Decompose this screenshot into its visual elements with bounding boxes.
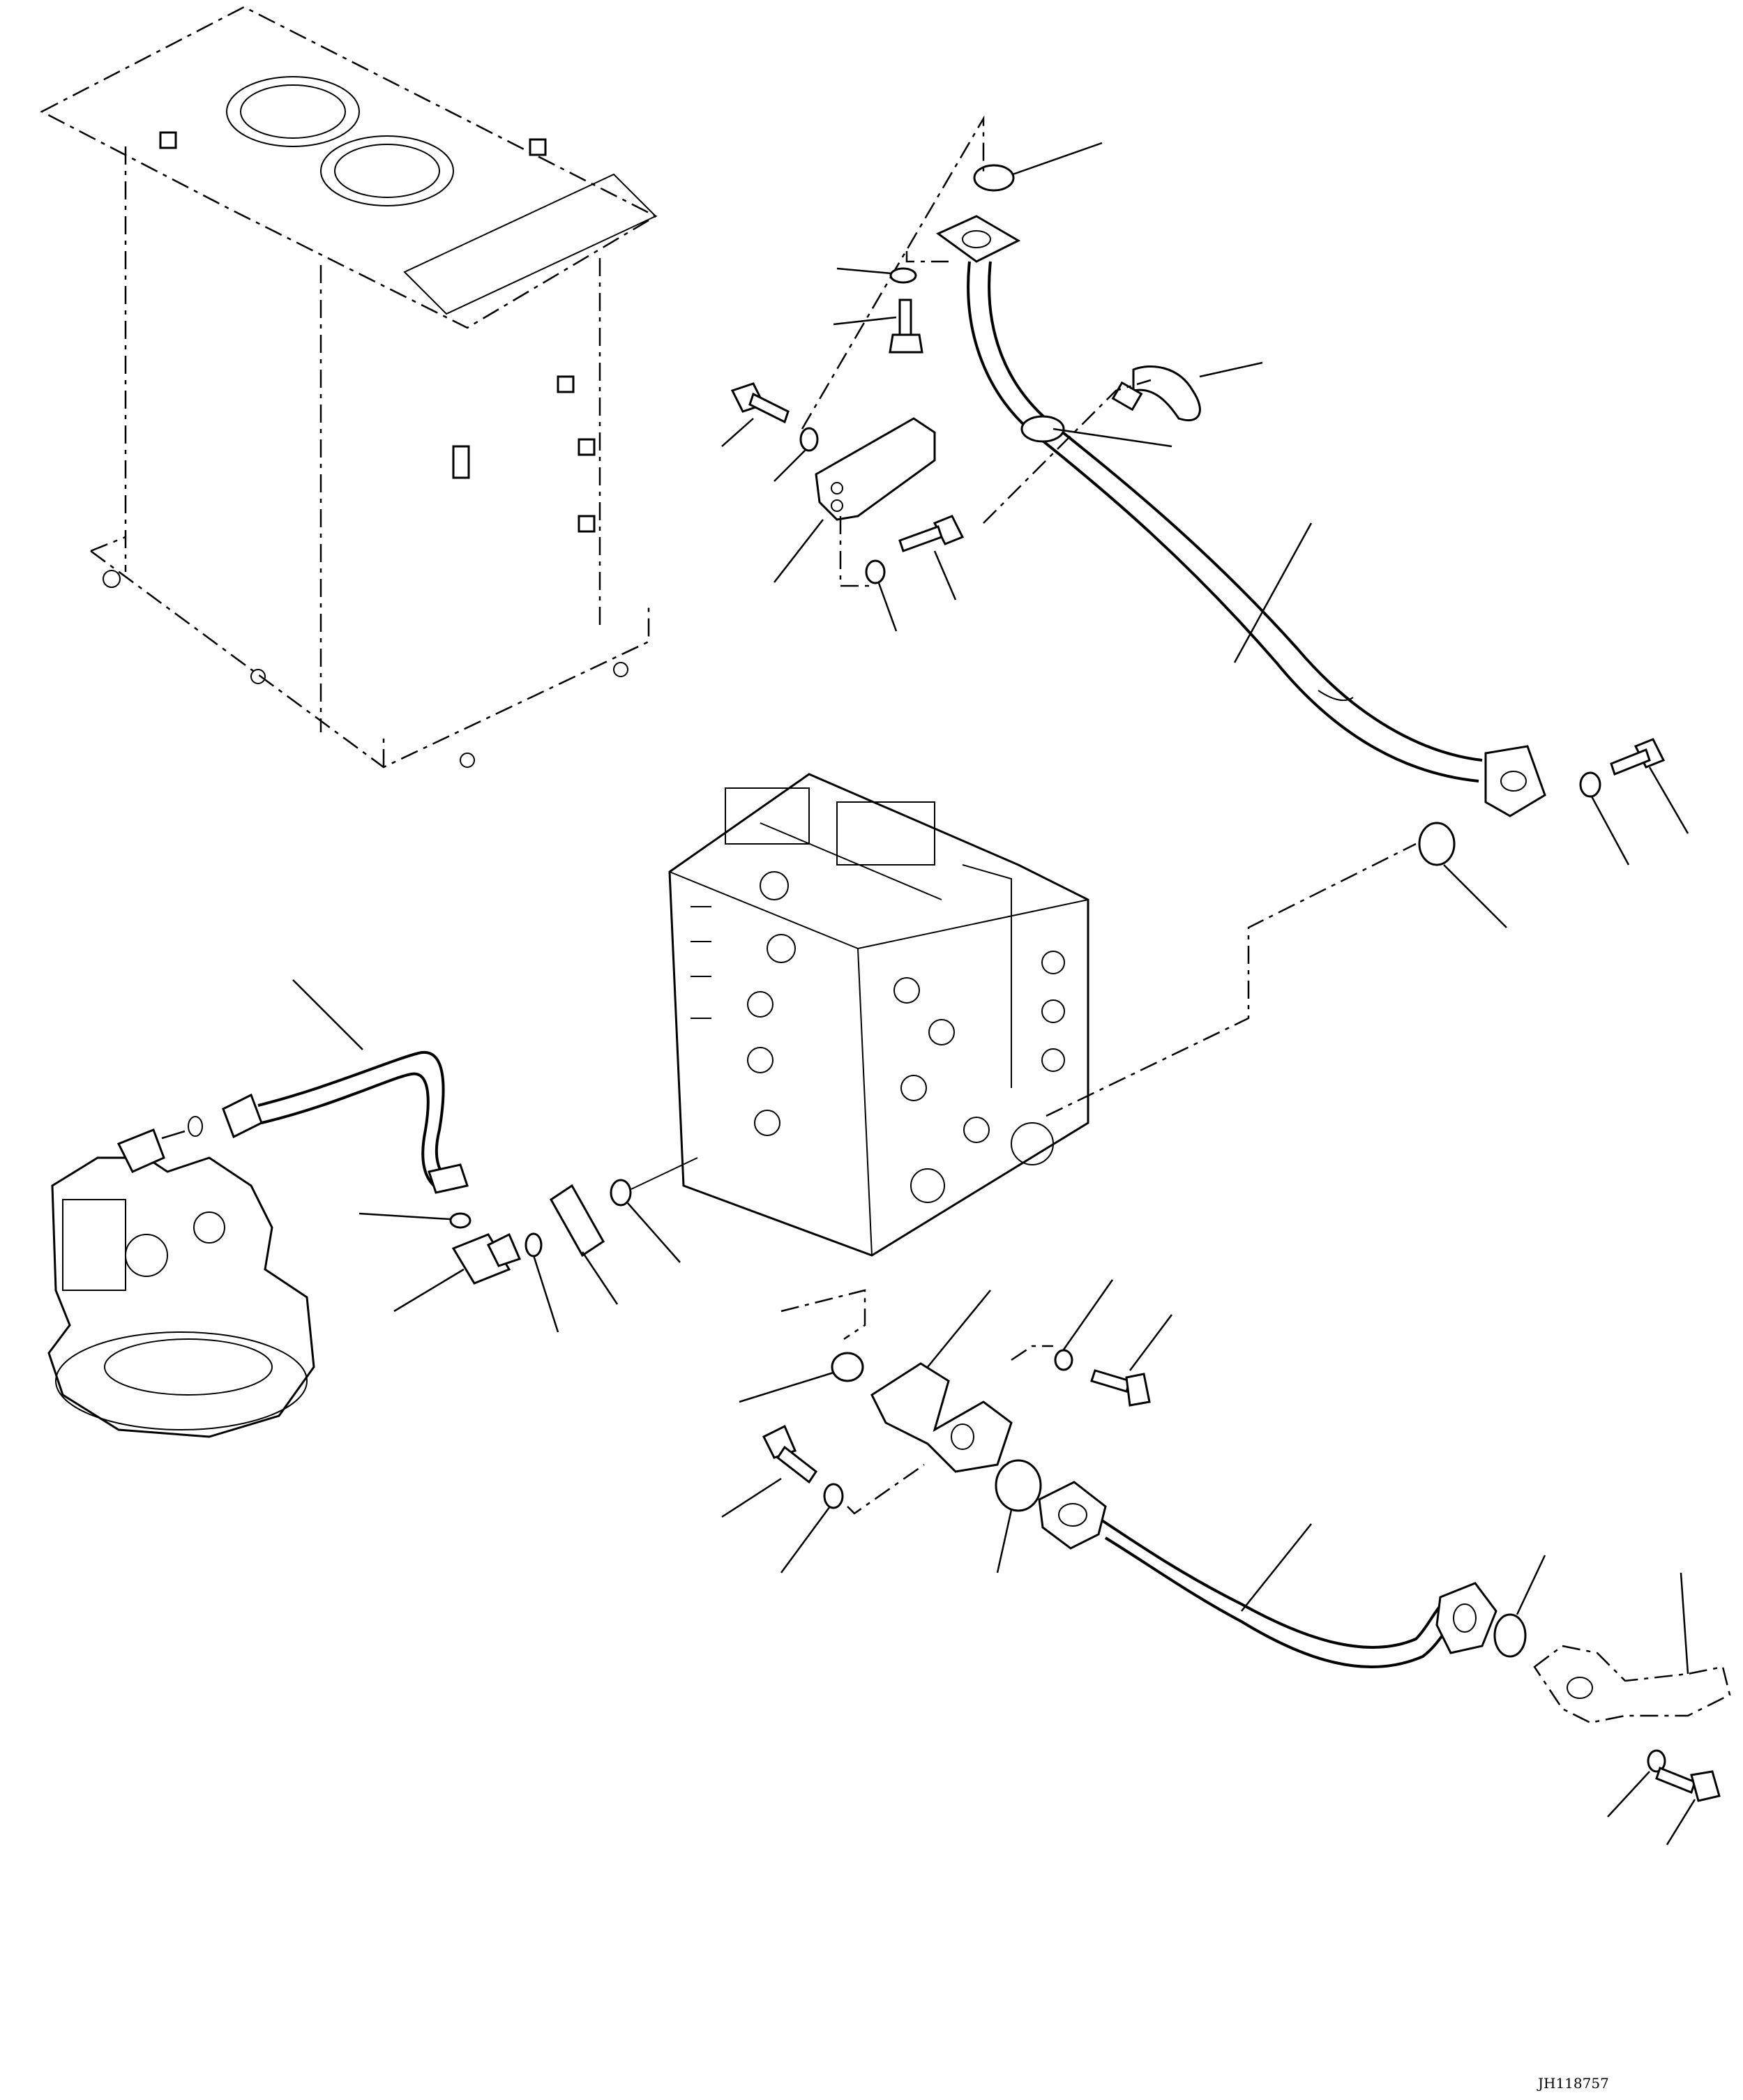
upper-hose-assembly — [801, 115, 1546, 817]
phantom-pipe-lower-right — [1533, 1572, 1731, 1845]
o-ring-lower-hose-end — [1493, 1613, 1527, 1658]
o-ring-small-left — [449, 1212, 471, 1229]
o-ring-connector — [525, 1232, 543, 1257]
swing-motor — [47, 1116, 315, 1438]
hydraulic-tank-phantom — [40, 6, 658, 769]
washer-bracket-lower — [865, 559, 886, 584]
control-valve — [668, 773, 1089, 1257]
washer-lower-elbow-right — [1054, 1349, 1073, 1371]
o-ring-lower-hose — [995, 1459, 1042, 1512]
lower-hose-flange-right — [1435, 1582, 1497, 1654]
hose-clamp — [1132, 365, 1201, 422]
lower-elbow-flange — [870, 1362, 1013, 1473]
washer-lower-elbow-left — [823, 1483, 844, 1509]
bracket-group — [721, 382, 965, 632]
drain-hose — [222, 979, 469, 1194]
mounting-bracket — [815, 417, 936, 521]
top-flange — [936, 215, 1021, 263]
lower-hose-assembly — [995, 1459, 1546, 1669]
top-flange-fasteners — [833, 251, 949, 354]
straight-connector — [550, 1184, 605, 1257]
o-ring-valve-left — [610, 1179, 632, 1207]
o-ring-valve-port — [1418, 822, 1456, 866]
bolt-top-shank — [898, 299, 912, 336]
valve-port-leader — [1046, 822, 1507, 1117]
drawing-code: JH118757 — [1538, 2075, 1609, 2092]
motor-elbow-port — [116, 1128, 165, 1173]
washer-bracket-upper — [799, 427, 819, 452]
washer-phantom-pipe — [1647, 1749, 1666, 1773]
lower-flange-upper-hose — [1484, 745, 1546, 817]
connector-fittings — [359, 1157, 698, 1333]
washer-top — [889, 267, 917, 284]
o-ring-top — [973, 164, 1015, 192]
lower-hose-flange-left — [1038, 1481, 1107, 1550]
lower-elbow-group — [721, 1279, 1172, 1573]
o-ring-lower-elbow — [831, 1352, 864, 1382]
upper-hose-end-fasteners — [1579, 738, 1689, 866]
